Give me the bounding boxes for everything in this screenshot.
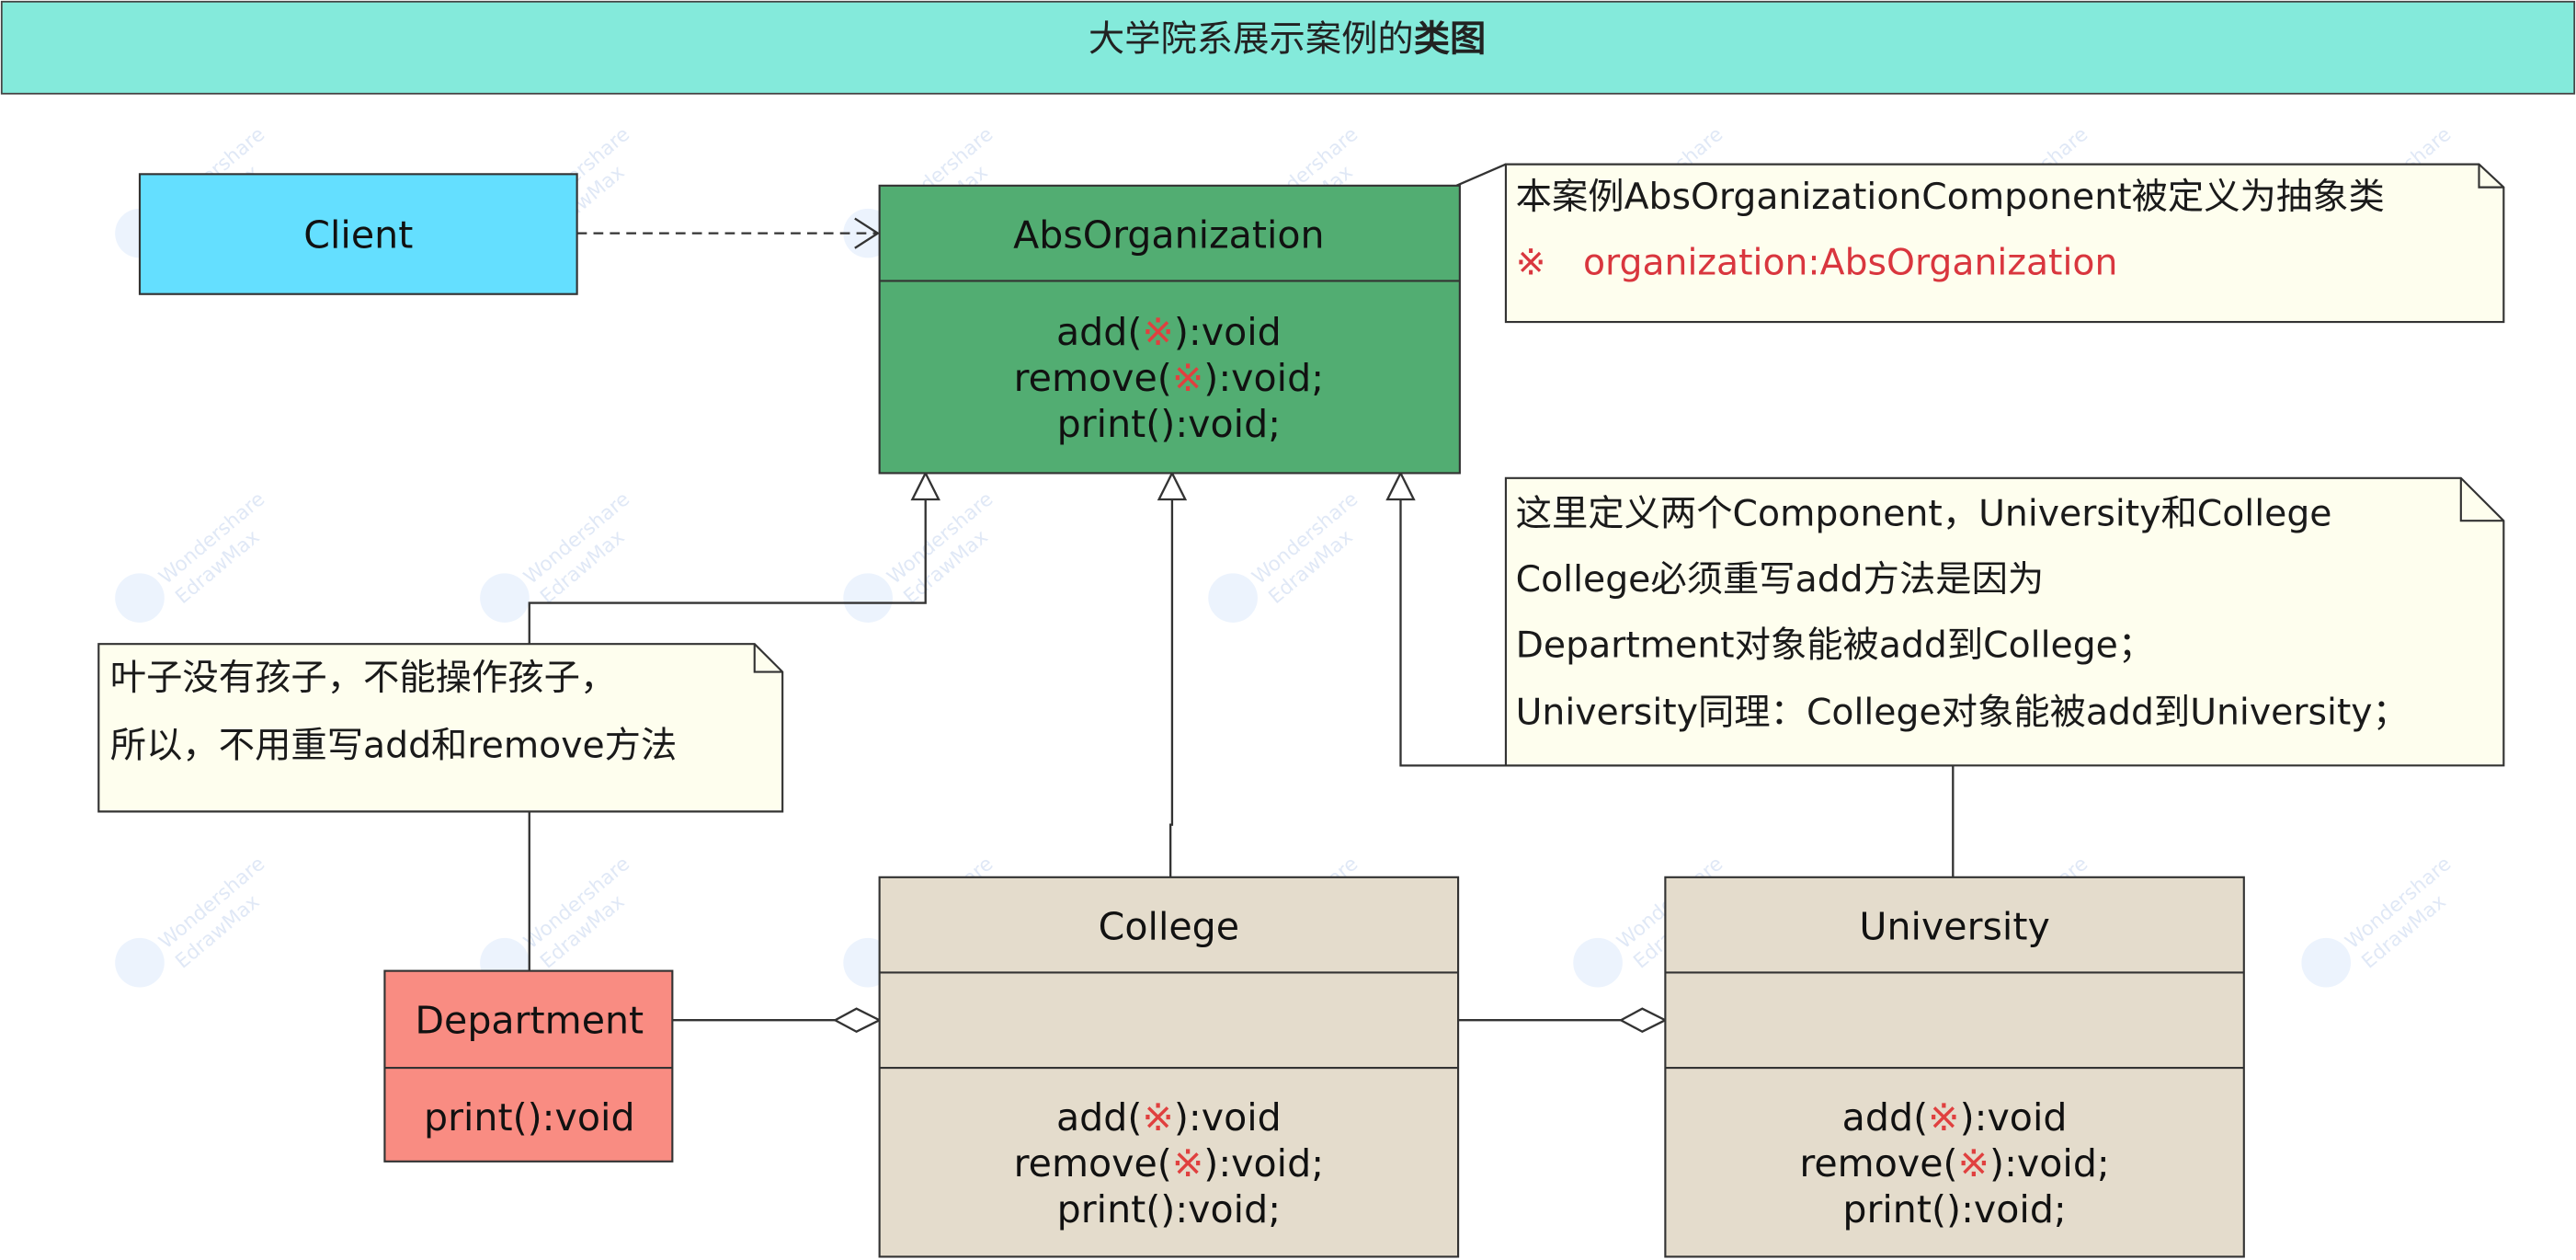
- college-name: College: [1099, 905, 1239, 949]
- department-generalization-arrow: [910, 470, 940, 501]
- composite-note-fold: [2459, 477, 2504, 522]
- leaf-note-line-1: 叶子没有孩子，不能操作孩子，: [110, 658, 616, 699]
- department-name: Department: [415, 999, 644, 1043]
- college-method-print: print():void;: [1057, 1187, 1281, 1231]
- note-abstract[interactable]: 本案例AbsOrganizationComponent被定义为抽象类 ※ org…: [1504, 163, 2505, 324]
- composite-note-line-1: 这里定义两个Component，University和College: [1516, 494, 2332, 535]
- department-box[interactable]: [383, 969, 674, 1163]
- college-aggregation-diamond: [832, 1007, 883, 1034]
- college-generalization-line: [1168, 498, 1174, 877]
- composite-note-line-4: University同理：College对象能被add到University；: [1516, 693, 2409, 734]
- college-generalization-arrow: [1157, 470, 1188, 501]
- title-banner-bg: [0, 0, 2576, 95]
- absorganization-method-add: add(※):void: [1056, 310, 1282, 354]
- composite-note-line-2: College必须重写add方法是因为: [1516, 559, 2045, 601]
- abs-note-anchor-line: [1455, 163, 1507, 187]
- leaf-note-line-2: 所以，不用重写add和remove方法: [110, 725, 678, 766]
- dependency-arrowhead: [854, 217, 881, 249]
- abs-note-line-2: organization:AbsOrganization: [1583, 242, 2117, 283]
- class-college[interactable]: College add(※):void remove(※):void; prin…: [878, 876, 1460, 1258]
- title-banner: 大学院系展示案例的类图: [0, 0, 2576, 95]
- note-composite[interactable]: 这里定义两个Component，University和College Colle…: [1504, 476, 2505, 767]
- note-leaf[interactable]: 叶子没有孩子，不能操作孩子， 所以，不用重写add和remove方法: [97, 643, 784, 813]
- university-generalization-arrow: [1385, 470, 1416, 501]
- absorganization-name: AbsOrganization: [1013, 213, 1325, 258]
- absorganization-method-remove: remove(※):void;: [1014, 356, 1324, 400]
- leaf-note-box[interactable]: [97, 643, 784, 813]
- college-method-add: add(※):void: [1056, 1095, 1282, 1140]
- department-method-print: print():void: [424, 1095, 635, 1140]
- absorganization-method-print: print():void;: [1057, 402, 1281, 446]
- abs-note-line-2-mark: ※: [1516, 242, 1546, 283]
- abs-note-line-1: 本案例AbsOrganizationComponent被定义为抽象类: [1516, 177, 2385, 218]
- department-generalization-line: [528, 498, 927, 645]
- class-client[interactable]: Client: [138, 173, 578, 295]
- university-aggregation-diamond: [1618, 1007, 1668, 1034]
- page-title: 大学院系展示案例的类图: [1089, 18, 1487, 60]
- composite-note-box[interactable]: [1504, 476, 2505, 767]
- abs-note-box[interactable]: [1504, 163, 2505, 324]
- university-method-add: add(※):void: [1842, 1095, 2068, 1140]
- client-box[interactable]: [138, 173, 578, 295]
- client-name: Client: [303, 213, 413, 258]
- leaf-note-fold: [753, 644, 783, 673]
- abs-note-fold: [2478, 164, 2504, 189]
- university-name: University: [1859, 905, 2049, 949]
- class-department[interactable]: Department print():void: [383, 969, 674, 1163]
- college-method-remove: remove(※):void;: [1014, 1141, 1324, 1186]
- composite-note-line-3: Department对象能被add到College；: [1516, 624, 2155, 666]
- university-method-print: print():void;: [1842, 1187, 2066, 1231]
- class-absorganization[interactable]: AbsOrganization add(※):void remove(※):vo…: [878, 184, 1461, 475]
- university-method-remove: remove(※):void;: [1799, 1141, 2109, 1186]
- absorganization-box[interactable]: [878, 184, 1461, 475]
- class-university[interactable]: University add(※):void remove(※):void; p…: [1664, 876, 2245, 1258]
